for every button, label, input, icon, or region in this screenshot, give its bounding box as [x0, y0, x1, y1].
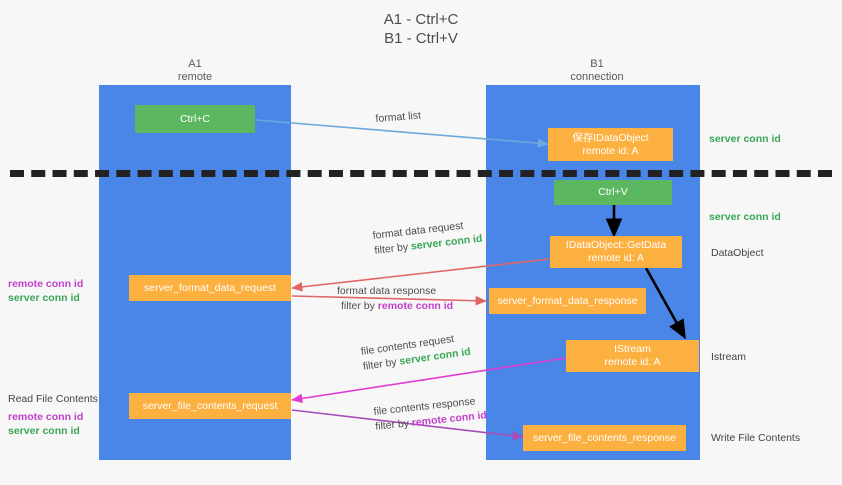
box-save-idataobject-sub: remote id: A: [582, 144, 639, 157]
box-server-file-contents-request[interactable]: server_file_contents_request: [129, 393, 291, 419]
box-save-idataobject-label: 保存IDataObject: [572, 131, 649, 144]
box-idataobject-getdata[interactable]: IDataObject::GetData remote id: A: [550, 236, 682, 268]
box-ctrl-c-label: Ctrl+C: [179, 112, 211, 125]
title-line-1: A1 - Ctrl+C: [383, 11, 459, 28]
column-a1-sub: remote: [177, 71, 213, 83]
left-label-server-conn-id-2: server conn id: [8, 425, 80, 437]
arrow-getdata-to-istream: [644, 267, 686, 340]
box-save-idataobject[interactable]: 保存IDataObject remote id: A: [548, 128, 673, 161]
left-label-remote-conn-id-1: remote conn id: [8, 278, 84, 290]
filter-prefix: filter by: [341, 300, 378, 312]
filter-prefix: filter by: [362, 355, 401, 373]
column-header-a1: A1 remote: [115, 58, 275, 84]
box-server-file-contents-request-label: server_file_contents_request: [142, 399, 278, 412]
column-b1-sub: connection: [570, 71, 624, 83]
filter-prefix: filter by: [373, 240, 412, 257]
arrow-format-list: [255, 119, 549, 148]
arrow-file-contents-request: [291, 357, 567, 404]
box-istream-label: IStream: [614, 343, 651, 355]
annotation-format-data-response-filter: filter by remote conn id: [337, 299, 453, 314]
box-server-format-data-request[interactable]: server_format_data_request: [129, 275, 291, 301]
right-label-server-conn-id-1: server conn id: [709, 133, 781, 145]
arrow-file-contents-response: [291, 409, 524, 441]
box-server-file-contents-response[interactable]: server_file_contents_response: [523, 425, 686, 451]
annotation-format-data-response: format data response filter by remote co…: [337, 284, 453, 314]
page-title: A1 - Ctrl+C B1 - Ctrl+V: [0, 10, 842, 48]
filter-value-remote-conn-id: remote conn id: [377, 300, 454, 312]
right-label-server-conn-id-2: server conn id: [709, 211, 781, 223]
left-label-group-2: remote conn id server conn id: [8, 410, 83, 438]
box-istream-sub: remote id: A: [604, 356, 661, 368]
left-label-remote-conn-id-2: remote conn id: [8, 411, 84, 423]
box-istream[interactable]: IStream remote id: A: [566, 340, 699, 372]
box-ctrl-c[interactable]: Ctrl+C: [135, 105, 255, 133]
column-b1-name: B1: [590, 58, 604, 70]
right-label-istream: Istream: [711, 351, 747, 363]
annotation-format-list-text: format list: [375, 109, 422, 125]
box-idataobject-getdata-sub: remote id: A: [587, 252, 645, 264]
title-line-2: B1 - Ctrl+V: [384, 30, 458, 47]
arrow-format-data-request: [291, 258, 551, 292]
column-header-b1: B1 connection: [517, 58, 677, 84]
right-label-write-file-contents: Write File Contents: [711, 432, 801, 444]
box-server-file-contents-response-label: server_file_contents_response: [532, 431, 676, 444]
left-label-group-1: remote conn id server conn id: [8, 277, 83, 305]
box-ctrl-v-label: Ctrl+V: [598, 186, 628, 198]
left-label-read-file-contents: Read File Contents: [8, 393, 98, 405]
box-ctrl-v[interactable]: Ctrl+V: [554, 180, 672, 205]
box-server-format-data-request-label: server_format_data_request: [144, 281, 276, 294]
arrow-format-data-response: [291, 295, 487, 306]
left-label-server-conn-id-1: server conn id: [8, 292, 80, 304]
box-server-format-data-response-label: server_format_data_response: [497, 294, 638, 307]
filter-prefix: filter by: [374, 417, 413, 433]
phase-separator-line: [10, 170, 832, 177]
column-a1-name: A1: [188, 58, 202, 70]
annotation-format-data-response-text: format data response: [337, 285, 437, 297]
right-label-dataobject: DataObject: [711, 247, 764, 259]
box-server-format-data-response[interactable]: server_format_data_response: [489, 288, 646, 314]
box-idataobject-getdata-label: IDataObject::GetData: [565, 239, 667, 251]
